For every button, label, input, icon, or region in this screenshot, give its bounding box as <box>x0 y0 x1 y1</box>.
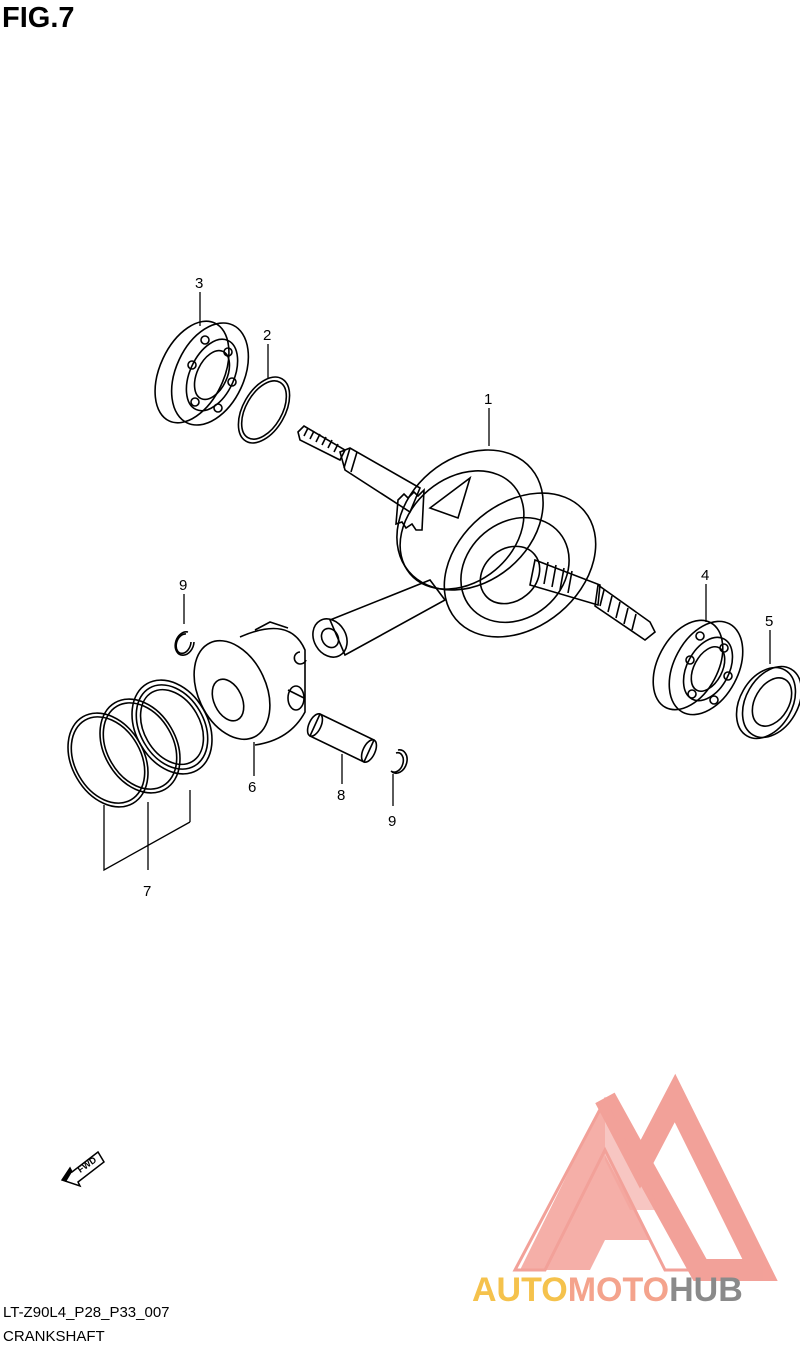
circlip-part-2 <box>237 376 291 444</box>
circlip-part-9-right <box>390 749 408 775</box>
callout-2: 2 <box>263 327 271 344</box>
bearing-part-3 <box>154 320 250 426</box>
callout-9-right: 9 <box>388 813 396 830</box>
piston-pin-part-8 <box>306 712 378 764</box>
callout-4: 4 <box>701 567 709 584</box>
oil-seal-part-5 <box>735 665 800 740</box>
callout-9-left: 9 <box>179 577 187 594</box>
watermark-hub: HUB <box>669 1271 743 1309</box>
watermark-text: AUTOMOTOHUB <box>472 1270 743 1310</box>
bearing-part-4 <box>652 619 744 716</box>
piston-part-6 <box>193 621 307 746</box>
diagram-code: LT-Z90L4_P28_P33_007 <box>3 1304 170 1321</box>
fwd-arrow-icon: FWD <box>60 1150 105 1188</box>
watermark-logo <box>512 1073 778 1281</box>
callout-8: 8 <box>337 787 345 804</box>
leader-lines <box>103 292 771 872</box>
piston-rings-part-7 <box>67 679 213 808</box>
figure-title: FIG.7 <box>2 2 75 34</box>
circlip-part-9-left <box>174 631 195 656</box>
callout-7: 7 <box>143 883 151 900</box>
callout-3: 3 <box>195 275 203 292</box>
callout-6: 6 <box>248 779 256 796</box>
watermark-moto: MOTO <box>567 1271 670 1309</box>
watermark-auto: AUTO <box>472 1271 568 1309</box>
diagram-name: CRANKSHAFT <box>3 1328 105 1345</box>
crankshaft-part-1 <box>297 424 657 658</box>
callout-1: 1 <box>484 391 492 408</box>
callout-5: 5 <box>765 613 773 630</box>
